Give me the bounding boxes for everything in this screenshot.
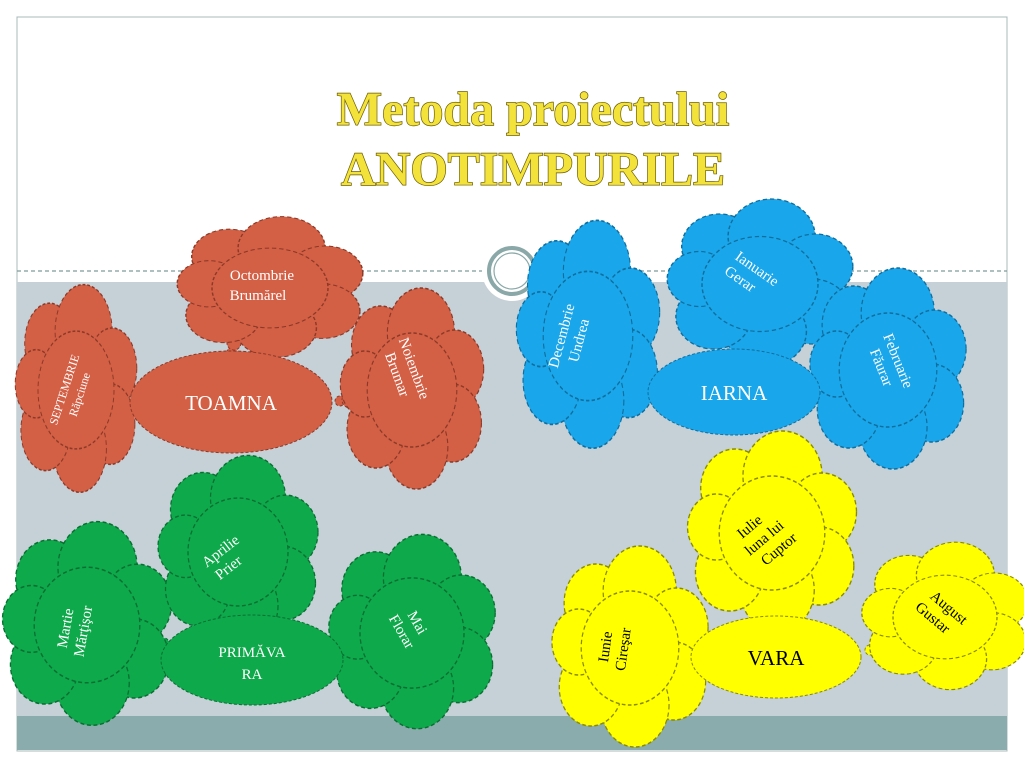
month-martie: Martie	[55, 607, 78, 649]
hub-vara	[690, 615, 862, 699]
alias-brumarel: Brumărel	[230, 288, 287, 304]
hub-label-primavara-2: RA	[242, 667, 263, 683]
alias-ciresar: Cireşar	[613, 627, 635, 672]
season-vara: VARA Iunie Cireşar Iulie luna lui Cuptor…	[551, 430, 1024, 748]
title-line-1: Metoda proiectului	[337, 83, 729, 136]
season-iarna: IARNA Decembrie Undrea Ianuarie Gerar Fe…	[515, 198, 967, 470]
month-iunie: Iunie	[596, 630, 616, 663]
footer-bar	[17, 716, 1007, 750]
title-line-2: ANOTIMPURILE	[341, 143, 725, 196]
hub-iarna	[647, 348, 821, 436]
season-primavara: PRIMĂVA RA Martie Mărţişor Aprilie Prier…	[1, 454, 496, 730]
hub-primavara	[160, 614, 344, 706]
page-title: Metoda proiectului ANOTIMPURILE	[336, 82, 730, 196]
season-toamna: TOAMNA SEPTEMBRIE Răpciune Octombrie Bru…	[14, 215, 485, 494]
hub-label-iarna: IARNA	[701, 381, 768, 405]
hub-label-vara: VARA	[748, 646, 806, 670]
hub-label-primavara-1: PRIMĂVA	[218, 644, 285, 661]
hub-toamna	[129, 350, 333, 454]
hub-label-toamna: TOAMNA	[185, 391, 278, 415]
month-octombrie: Octombrie	[230, 268, 294, 284]
circle-ornament	[482, 241, 542, 301]
